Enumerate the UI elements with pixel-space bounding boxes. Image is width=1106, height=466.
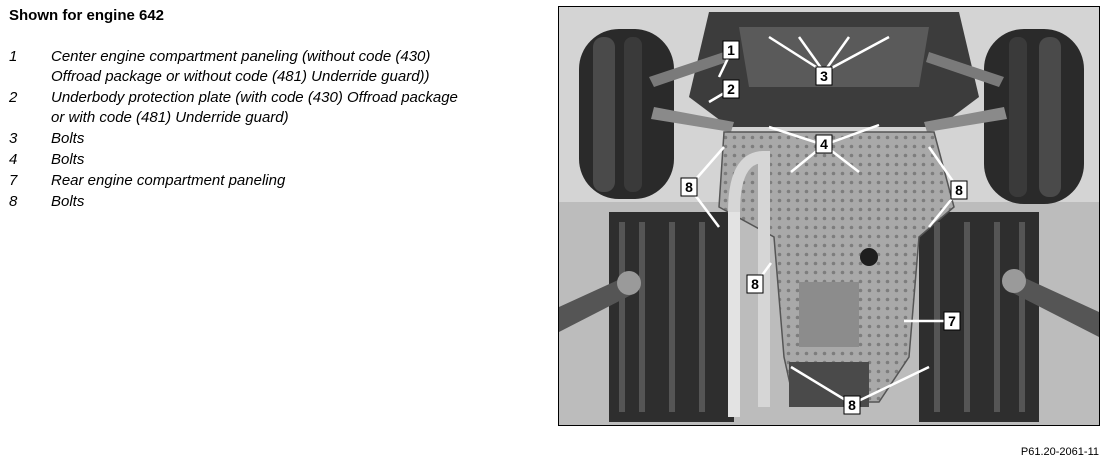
underbody-illustration: 1 2 3 4 8 8 8 7 [559, 7, 1099, 425]
legend-item: 3 Bolts [9, 129, 529, 149]
legend-list: 1 Center engine compartment paneling (wi… [9, 47, 529, 213]
legend-number: 1 [9, 48, 18, 65]
legend-text: Bolts [51, 130, 85, 147]
legend-item: 1 Center engine compartment paneling (wi… [9, 47, 529, 87]
legend-number: 4 [9, 151, 18, 168]
paneling-hole [860, 248, 878, 266]
callout-8-right: 8 [950, 180, 968, 200]
left-upper-arm [649, 52, 727, 87]
legend-text: Bolts [51, 193, 85, 210]
callout-8-left: 8 [680, 177, 698, 197]
right-lift-pad [1002, 269, 1026, 293]
left-tire [579, 29, 674, 199]
svg-text:8: 8 [848, 397, 856, 413]
legend-text: Bolts [51, 151, 85, 168]
left-control-arm [651, 107, 734, 132]
callout-7: 7 [943, 311, 961, 331]
right-upper-arm [926, 52, 1004, 87]
legend-item: 8 Bolts [9, 192, 529, 212]
callout-8-center: 8 [746, 274, 764, 294]
svg-text:8: 8 [955, 182, 963, 198]
underbody-photo: 1 2 3 4 8 8 8 7 [558, 6, 1100, 426]
figure-reference: P61.20-2061-11 [1020, 446, 1099, 458]
callout-4: 4 [815, 134, 833, 154]
right-tire [984, 29, 1084, 204]
callout-2: 2 [722, 79, 740, 99]
svg-text:8: 8 [751, 276, 759, 292]
legend-number: 8 [9, 193, 18, 210]
legend-text: Center engine compartment paneling (with… [51, 48, 431, 85]
exhaust-pipe [728, 150, 770, 407]
legend-text: Underbody protection plate (with code (4… [51, 89, 458, 126]
callout-3: 3 [815, 66, 833, 86]
svg-text:2: 2 [727, 81, 735, 97]
legend-item: 4 Bolts [9, 150, 529, 170]
callout-8-bottom: 8 [843, 395, 861, 415]
legend-number: 2 [9, 89, 18, 106]
engine-compartment-paneling [718, 131, 955, 403]
svg-text:1: 1 [727, 42, 735, 58]
legend-item: 7 Rear engine compartment paneling [9, 171, 529, 191]
paneling-recess [799, 282, 859, 347]
svg-text:3: 3 [820, 68, 828, 84]
page-title: Shown for engine 642 [9, 7, 165, 24]
left-lift-arm [559, 275, 637, 332]
svg-text:4: 4 [820, 136, 828, 152]
callout-1: 1 [722, 40, 740, 60]
legend-item: 2 Underbody protection plate (with code … [9, 88, 529, 128]
legend-number: 7 [9, 172, 18, 189]
svg-text:7: 7 [948, 313, 956, 329]
right-lift-arm [1007, 273, 1099, 337]
legend-text: Rear engine compartment paneling [51, 172, 286, 189]
svg-text:8: 8 [685, 179, 693, 195]
left-lift-pad [617, 271, 641, 295]
right-control-arm [924, 107, 1007, 132]
legend-number: 3 [9, 130, 18, 147]
sill-ribs [619, 222, 1025, 412]
